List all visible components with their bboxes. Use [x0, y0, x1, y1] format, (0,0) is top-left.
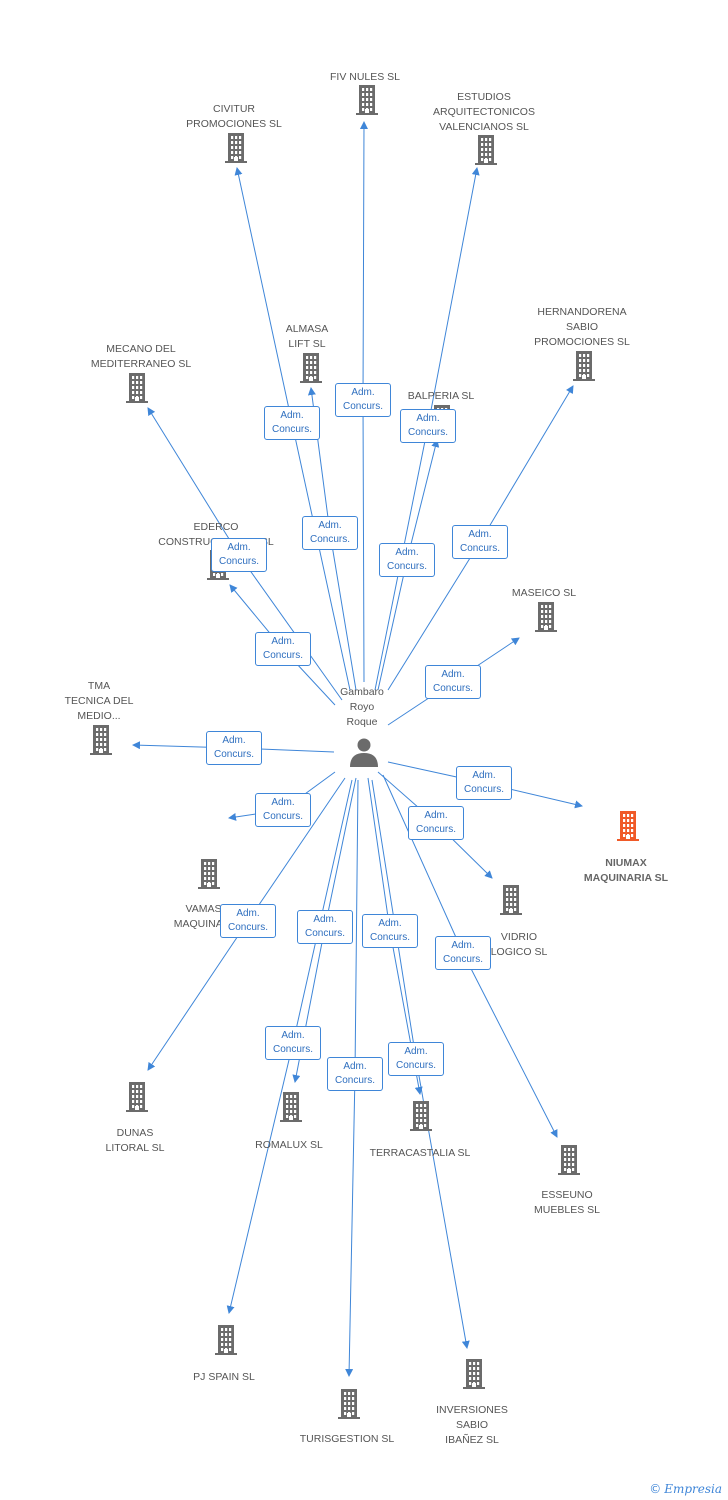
- node-label-terracastalia: TERRACASTALIA SL: [369, 1147, 471, 1159]
- building-icon-civitur[interactable]: [225, 133, 247, 163]
- edge-label-tma[interactable]: Adm. Concurs.: [206, 731, 262, 765]
- building-icon-pjspain[interactable]: [215, 1325, 237, 1355]
- building-icon-mecano[interactable]: [126, 373, 148, 403]
- building-icon-estudios[interactable]: [475, 135, 497, 165]
- edge-label-hernandorena[interactable]: Adm. Concurs.: [452, 525, 508, 559]
- edge-label-maseico[interactable]: Adm. Concurs.: [425, 665, 481, 699]
- edge-label-balperia[interactable]: Adm. Concurs.: [379, 543, 435, 577]
- building-icon-niumax[interactable]: [617, 811, 639, 841]
- node-label-inversiones: INVERSIONES SABIO IBAÑEZ SL: [436, 1404, 508, 1446]
- building-icon-fiv-nules[interactable]: [356, 85, 378, 115]
- edge-label-fiv-nules[interactable]: Adm. Concurs.: [335, 383, 391, 417]
- edge-label-almasa[interactable]: Adm. Concurs.: [302, 516, 358, 550]
- building-icon-dunas[interactable]: [126, 1082, 148, 1112]
- building-icon-vidrio[interactable]: [500, 885, 522, 915]
- node-label-turisgestion: TURISGESTION SL: [299, 1433, 395, 1445]
- building-icon-terracastalia[interactable]: [410, 1101, 432, 1131]
- node-label-vidrio: VIDRIO LOGICO SL: [490, 931, 548, 958]
- node-label-maseico: MASEICO SL: [511, 587, 577, 599]
- node-label-tma: TMA TECNICA DEL MEDIO...: [64, 680, 134, 722]
- center-person-label: Gambaro Royo Roque: [340, 686, 384, 728]
- edge-label-dunas[interactable]: Adm. Concurs.: [220, 904, 276, 938]
- edge-label-vidrio[interactable]: Adm. Concurs.: [408, 806, 464, 840]
- building-icon-inversiones[interactable]: [463, 1359, 485, 1389]
- building-icon-esseuno[interactable]: [558, 1145, 580, 1175]
- edge-label-niumax[interactable]: Adm. Concurs.: [456, 766, 512, 800]
- building-icon-vamasa[interactable]: [198, 859, 220, 889]
- building-icon-tma[interactable]: [90, 725, 112, 755]
- edge-label-pjspain[interactable]: Adm. Concurs.: [265, 1026, 321, 1060]
- credit-brand: Empresia: [664, 1482, 722, 1496]
- edge-label-civitur[interactable]: Adm. Concurs.: [264, 406, 320, 440]
- building-icon-hernandorena[interactable]: [573, 351, 595, 381]
- edge-label-inversiones[interactable]: Adm. Concurs.: [388, 1042, 444, 1076]
- node-label-romalux: ROMALUX SL: [255, 1139, 323, 1151]
- node-label-mecano: MECANO DEL MEDITERRANEO SL: [90, 343, 192, 370]
- building-icon-romalux[interactable]: [280, 1092, 302, 1122]
- building-icon-turisgestion[interactable]: [338, 1389, 360, 1419]
- edge-label-romalux[interactable]: Adm. Concurs.: [297, 910, 353, 944]
- node-label-dunas: DUNAS LITORAL SL: [105, 1127, 165, 1154]
- edge-label-mecano[interactable]: Adm. Concurs.: [211, 538, 267, 572]
- edge-label-esseuno[interactable]: Adm. Concurs.: [435, 936, 491, 970]
- building-icon-almasa[interactable]: [300, 353, 322, 383]
- edge-label-estudios[interactable]: Adm. Concurs.: [400, 409, 456, 443]
- node-label-niumax: NIUMAX MAQUINARIA SL: [583, 857, 669, 884]
- node-label-pjspain: PJ SPAIN SL: [193, 1371, 255, 1383]
- node-label-estudios: ESTUDIOS ARQUITECTONICOS VALENCIANOS SL: [433, 91, 535, 133]
- node-label-civitur: CIVITUR PROMOCIONES SL: [186, 103, 282, 130]
- edge-label-ederco[interactable]: Adm. Concurs.: [255, 632, 311, 666]
- person-icon[interactable]: [350, 738, 378, 768]
- node-label-balperia: BALPERIA SL: [407, 390, 475, 402]
- node-label-esseuno: ESSEUNO MUEBLES SL: [534, 1189, 600, 1216]
- edge-label-terracastalia[interactable]: Adm. Concurs.: [362, 914, 418, 948]
- edge-label-turisgestion[interactable]: Adm. Concurs.: [327, 1057, 383, 1091]
- credit: ©Empresia: [649, 1482, 722, 1496]
- building-icon-maseico[interactable]: [535, 602, 557, 632]
- edge-label-vamasa[interactable]: Adm. Concurs.: [255, 793, 311, 827]
- node-label-hernandorena: HERNANDORENA SABIO PROMOCIONES SL: [534, 306, 630, 348]
- node-label-fiv-nules: FIV NULES SL: [329, 71, 401, 83]
- node-label-almasa: ALMASA LIFT SL: [285, 323, 329, 350]
- copyright-symbol: ©: [649, 1482, 662, 1496]
